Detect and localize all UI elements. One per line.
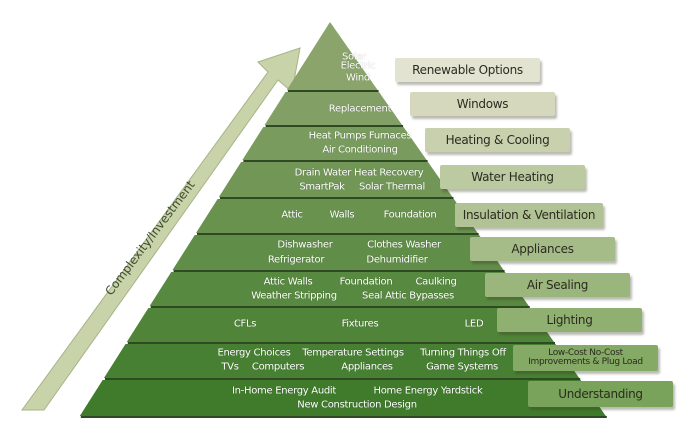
tier-item: TVs — [221, 361, 239, 373]
tier-item: Electric — [340, 60, 376, 72]
category-low-cost-no-cost: Low-Cost No-Cost Improvements & Plug Loa… — [513, 345, 658, 371]
tier-item: Game Systems — [426, 361, 498, 373]
tier-item: Attic Walls — [263, 276, 313, 288]
tier-item: Solar — [342, 51, 366, 63]
tier-divider — [173, 270, 505, 272]
tier-divider — [127, 342, 556, 344]
tier-item: Dishwasher — [277, 239, 333, 251]
tier-item: Weather Stripping — [251, 290, 337, 302]
pyramid-tier — [149, 272, 529, 306]
pyramid-tier — [103, 344, 580, 378]
tier-item: Caulking — [415, 276, 457, 288]
tier-item: Air Conditioning — [322, 144, 398, 156]
tier-item: Foundation — [339, 276, 393, 288]
category-air-sealing: Air Sealing — [485, 273, 630, 297]
tier-item: Refrigerator — [267, 254, 325, 266]
tier-item: Replacement — [328, 103, 392, 115]
category-insulation-ventilation: Insulation & Ventilation — [455, 203, 603, 227]
tier-item: Turning Things Off — [420, 347, 506, 359]
category-water-heating: Water Heating — [440, 165, 585, 189]
tier-item: Appliances — [341, 361, 393, 373]
pyramid-tier — [126, 308, 555, 342]
pyramid-tier — [79, 380, 606, 416]
tier-item: Attic — [281, 209, 303, 221]
category-appliances: Appliances — [470, 237, 615, 261]
tier-item: Solar Thermal — [359, 181, 425, 193]
pyramid-tier — [172, 235, 504, 270]
tier-divider — [104, 378, 581, 380]
tier-item: Seal Attic Bypasses — [362, 290, 454, 302]
pyramid-tier — [242, 127, 427, 160]
tier-divider — [150, 306, 530, 308]
category-lighting: Lighting — [497, 308, 642, 332]
category-renewable-options: Renewable Options — [395, 58, 540, 82]
tier-item: Heat Pumps Furnaces — [308, 130, 412, 142]
pyramid-tier — [218, 162, 453, 197]
tier-item: Drain Water Heat Recovery — [294, 167, 424, 179]
tier-divider — [265, 125, 404, 127]
category-label-line: Improvements & Plug Load — [528, 357, 643, 367]
tier-item: Wind — [346, 72, 370, 84]
tier-item: Dehumidifier — [366, 254, 428, 266]
tier-item: SmartPak — [299, 181, 345, 193]
complexity-arrow-icon — [21, 47, 301, 411]
pyramid-tier — [196, 199, 478, 233]
tier-item: Foundation — [383, 209, 437, 221]
tier-item: New Construction Design — [297, 399, 417, 411]
tier-item: LED — [464, 318, 484, 330]
tier-item: Walls — [329, 209, 355, 221]
tier-item: Computers — [251, 361, 305, 373]
tier-item: Energy Choices — [217, 347, 291, 359]
tier-divider — [243, 160, 428, 162]
tier-item: Fixtures — [341, 318, 379, 330]
tier-item: Home Energy Yardstick — [373, 385, 483, 397]
tier-divider — [80, 416, 607, 418]
tier-divider — [287, 90, 379, 92]
category-understanding: Understanding — [528, 381, 673, 407]
category-heating-cooling: Heating & Cooling — [425, 128, 570, 152]
pyramid-tier — [264, 92, 403, 125]
tier-item: CFLs — [233, 318, 257, 330]
category-windows: Windows — [410, 92, 555, 116]
tier-divider — [197, 233, 479, 235]
tier-item: In-Home Energy Audit — [231, 385, 337, 397]
tier-item: Clothes Washer — [367, 239, 441, 251]
category-label-line: Low-Cost No-Cost — [548, 348, 623, 358]
pyramid-tier — [286, 22, 378, 90]
tier-divider — [219, 197, 454, 199]
tier-item: Temperature Settings — [302, 347, 404, 359]
